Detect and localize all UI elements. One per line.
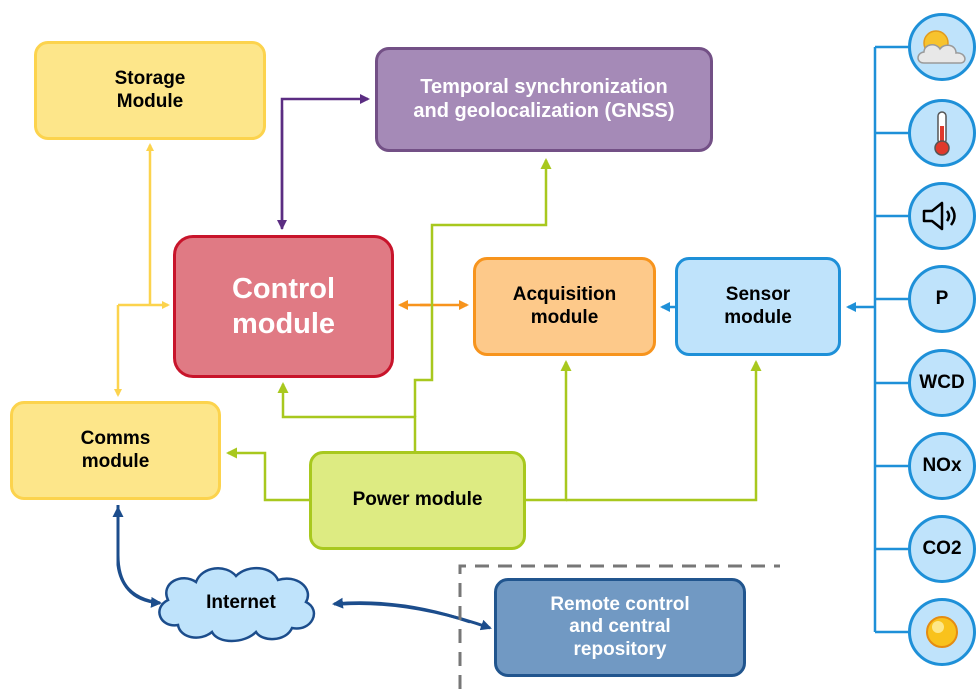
storage-links [114, 143, 170, 397]
internet-label: Internet [206, 592, 276, 613]
acquisition-module-box: Acquisition module [473, 257, 656, 356]
power-links [226, 158, 762, 502]
control-module-box: Control module [173, 235, 394, 378]
remote-repository-label: Remote control and central repository [550, 593, 690, 660]
gnss-module-box: Temporal synchronization and geolocaliza… [375, 47, 713, 152]
sensor-circle-nox: NOx [908, 432, 976, 500]
thermometer-icon [934, 111, 950, 156]
storage-module-box: Storage Module [34, 41, 266, 140]
sensor-circle-pressure: P [908, 265, 976, 333]
internet-links [112, 505, 492, 631]
remote-boundary [458, 564, 780, 689]
power-module-label: Power module [352, 489, 483, 511]
control-module-label: Control module [231, 273, 336, 340]
gnss-link [277, 94, 370, 230]
internet-cloud [158, 567, 316, 643]
gnss-module-label: Temporal synchronization and geolocaliza… [413, 75, 675, 122]
comms-module-label: Comms module [80, 428, 151, 472]
sensor-circle-solar [908, 598, 976, 666]
sensor-bus [846, 45, 908, 634]
storage-module-label: Storage Module [114, 68, 186, 112]
comms-module-box: Comms module [10, 401, 221, 500]
sensor-circle-co2: CO2 [908, 515, 976, 583]
sensor-module-box: Sensor module [675, 257, 841, 356]
cloud-sun-icon [917, 30, 966, 64]
sensor-circle-wcd: WCD [908, 349, 976, 417]
sensor-circle-weather [908, 13, 976, 81]
power-module-box: Power module [309, 451, 526, 550]
speaker-icon [922, 201, 956, 231]
sensor-circle-temperature [908, 99, 976, 167]
sensor-circle-sound [908, 182, 976, 250]
acquisition-module-label: Acquisition module [512, 284, 617, 328]
sensor-module-label: Sensor module [724, 284, 792, 328]
remote-repository-box: Remote control and central repository [494, 578, 746, 677]
sun-icon [926, 616, 958, 648]
